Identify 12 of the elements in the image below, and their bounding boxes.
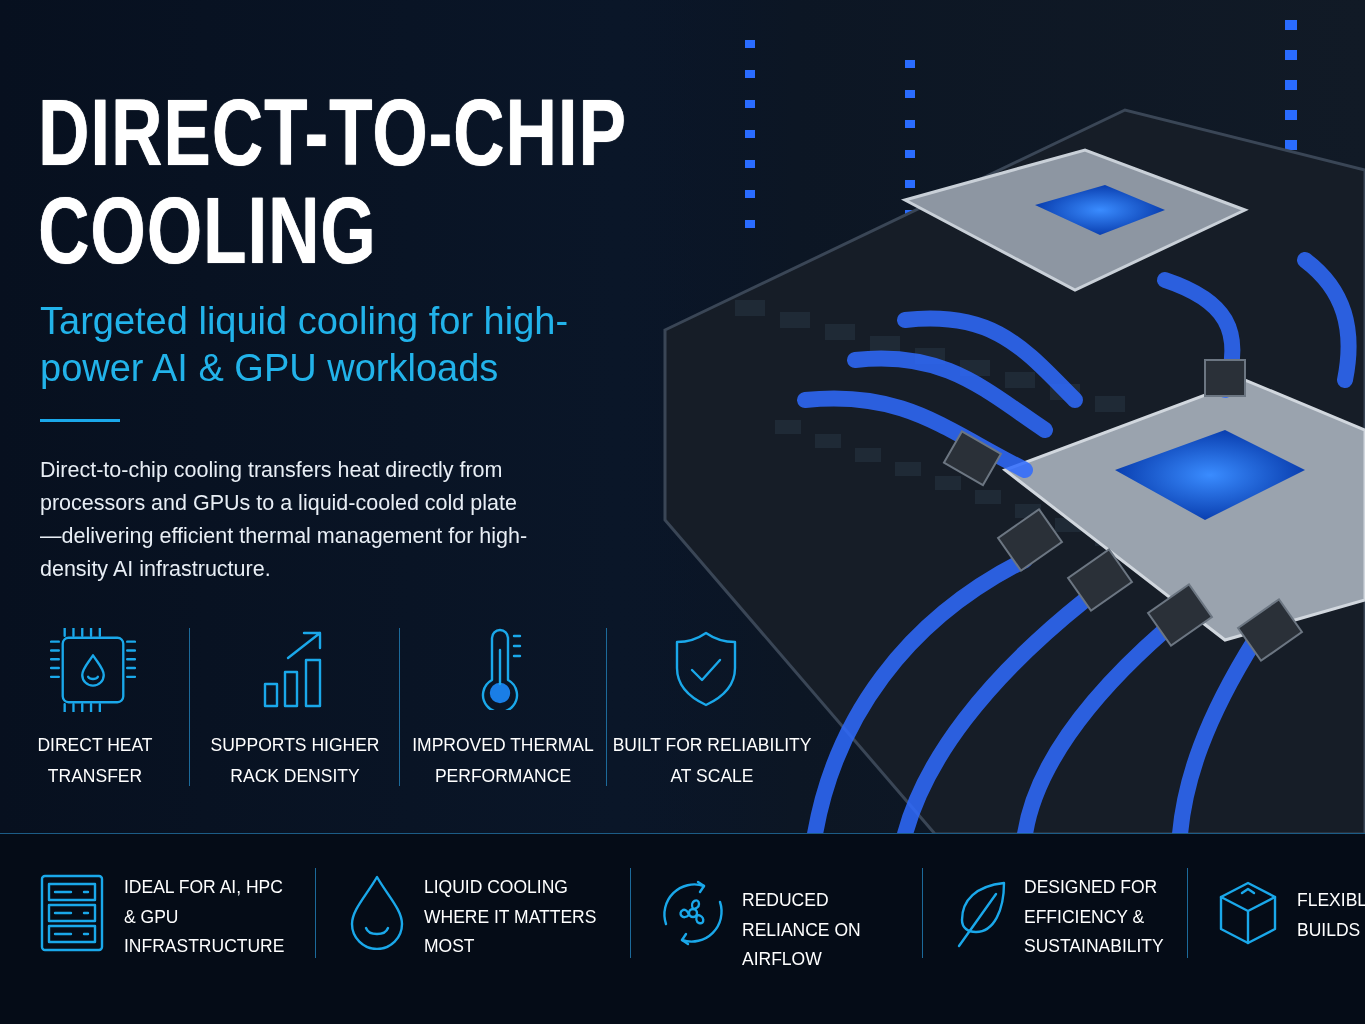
feature-label: SUPPORTS HIGHER RACK DENSITY [209, 734, 381, 788]
feature-label: IMPROVED THERMAL PERFORMANCE [411, 734, 595, 788]
description-paragraph: Direct-to-chip cooling transfers heat directly from processors and GPUs to a liquid-cooled cold plate—delivering efficient thermal management for high-density AI infrastructure. [40, 457, 529, 583]
feature-label: DIRECT HEAT TRANSFER [36, 734, 154, 788]
title: DIRECT-TO-CHIP COOLING [38, 84, 627, 280]
feature-label: BUILT FOR RELIABILITY AT SCALE [612, 734, 812, 788]
benefit-label: DESIGNED FOR EFFICIENCY & SUSTAINABILITY [1024, 876, 1165, 958]
benefit-label: REDUCED RELIANCE ON AIRFLOW [742, 889, 862, 971]
benefit-label: FLEXIBL BUILDS [1297, 889, 1363, 942]
benefit-label: IDEAL FOR AI, HPC & GPU INFRASTRUCTURE [124, 876, 286, 958]
benefit-label: LIQUID COOLING WHERE IT MATTERS MOST [424, 876, 598, 958]
subtitle: Targeted liquid cooling for high-power AI & GPU workloads [40, 299, 570, 391]
